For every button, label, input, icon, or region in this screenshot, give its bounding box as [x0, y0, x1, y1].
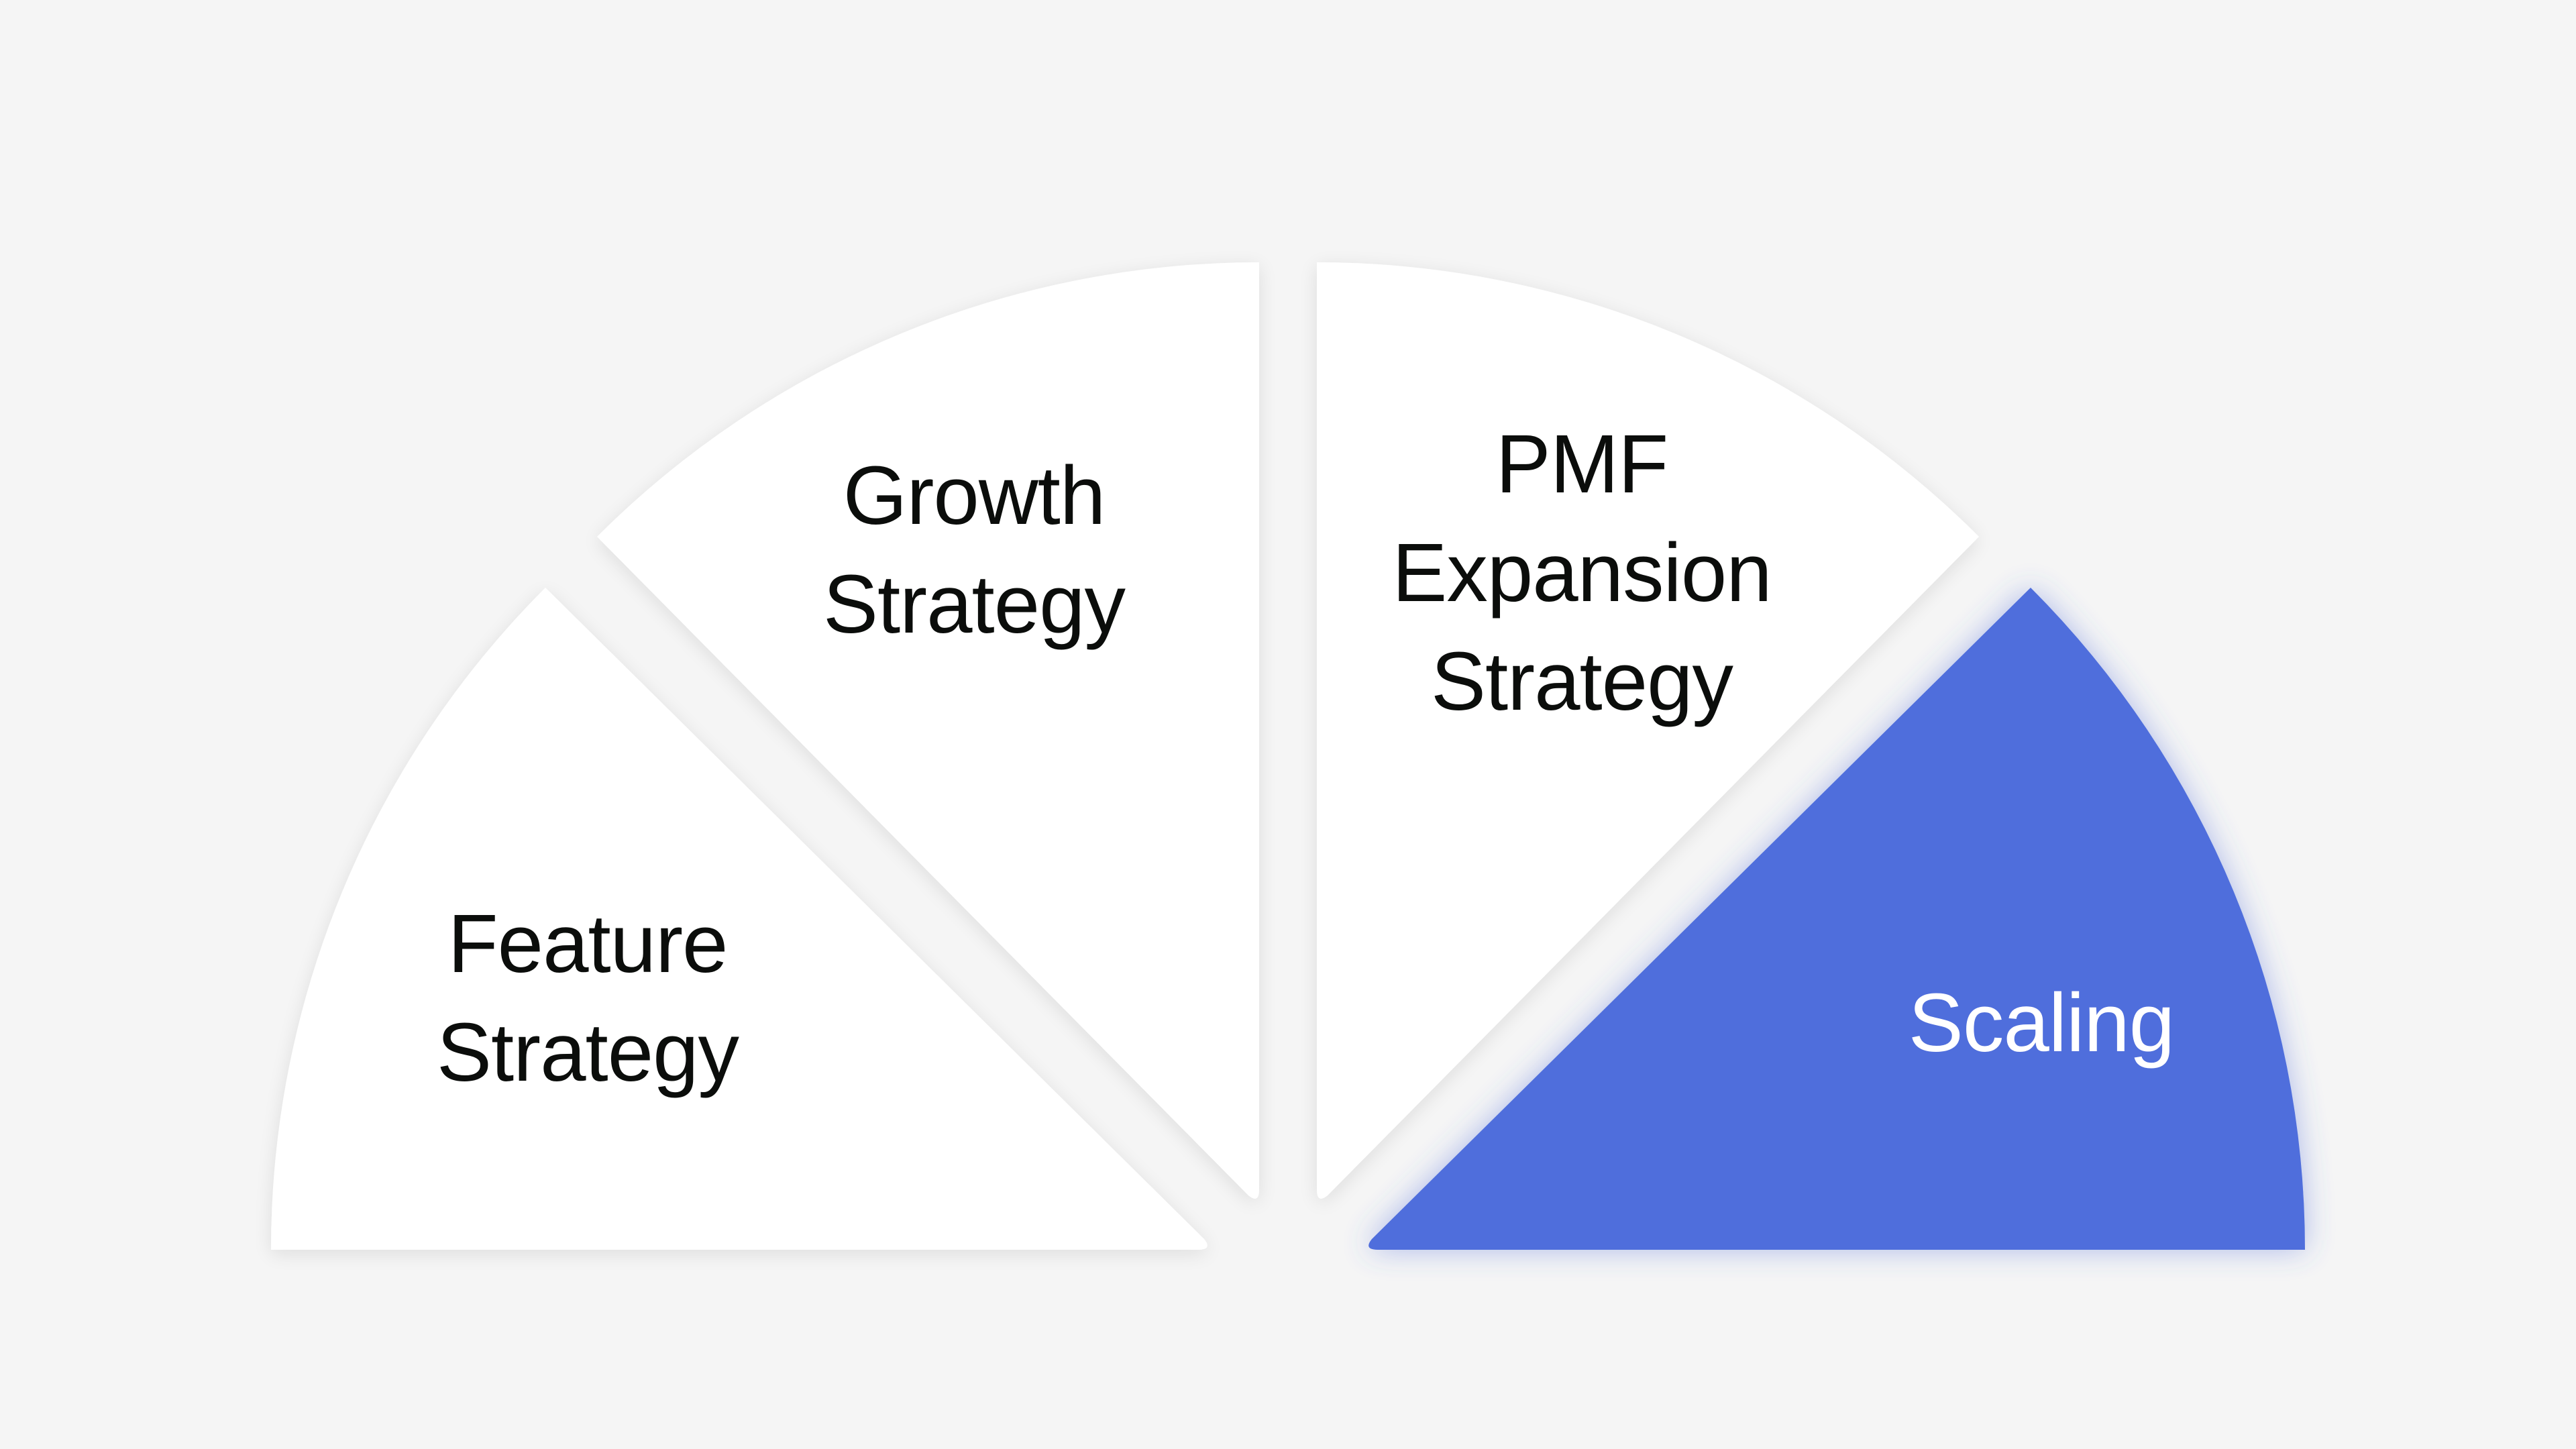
label-scaling: Scaling — [1908, 969, 2175, 1078]
label-line: Feature — [447, 898, 729, 990]
label-line: Expansion — [1392, 527, 1772, 619]
label-line: Strategy — [822, 559, 1126, 651]
label-pmf-expansion-strategy: PMF Expansion Strategy — [1392, 411, 1772, 737]
label-line: Scaling — [1908, 977, 2175, 1069]
label-line: Strategy — [436, 1007, 739, 1099]
label-line: Growth — [843, 450, 1106, 542]
segment-pmf-expansion-strategy[interactable] — [1317, 262, 1979, 1199]
segment-scaling[interactable] — [1368, 588, 2305, 1250]
segment-feature-strategy[interactable] — [271, 588, 1208, 1250]
segment-growth-strategy[interactable] — [597, 262, 1259, 1199]
label-feature-strategy: Feature Strategy — [437, 890, 739, 1108]
label-line: Strategy — [1430, 636, 1733, 728]
label-growth-strategy: Growth Strategy — [822, 442, 1126, 659]
label-line: PMF — [1495, 419, 1669, 511]
